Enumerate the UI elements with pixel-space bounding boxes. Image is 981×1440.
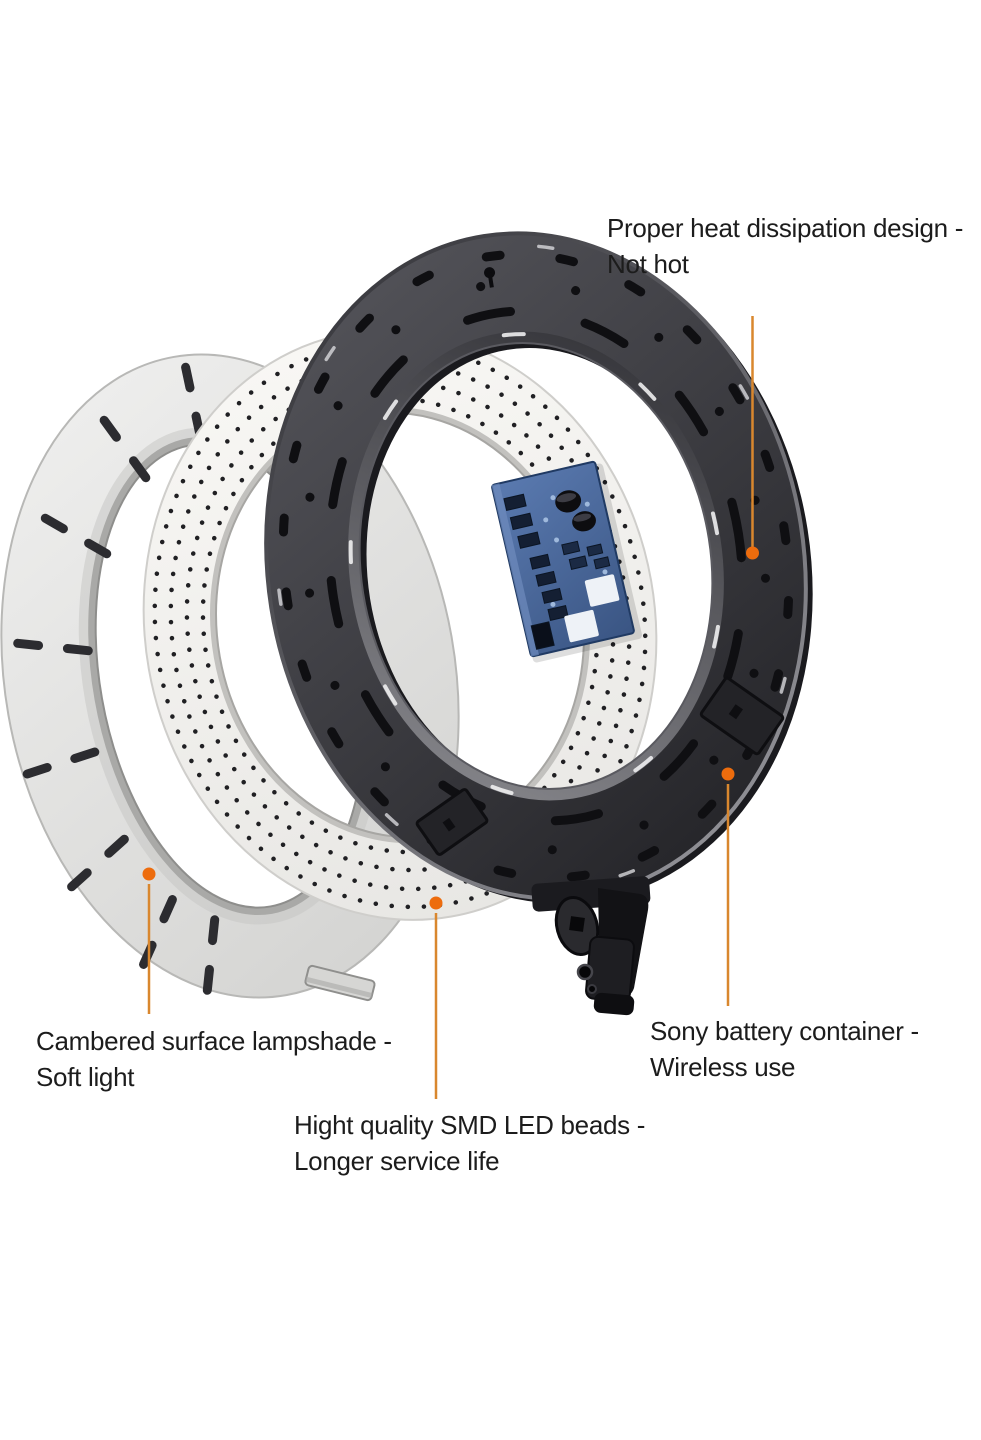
label-lampshade-line1: Cambered surface lampshade - [36, 1026, 392, 1056]
label-battery-line2: Wireless use [650, 1052, 796, 1082]
label-heat-line2: Not hot [607, 249, 689, 279]
label-led-beads: Hight quality SMD LED beads - Longer ser… [294, 1107, 645, 1179]
control-pcb [491, 460, 643, 663]
callout-dot-battery [721, 767, 735, 781]
pcb-chips [503, 493, 611, 650]
hanging-keyhole [484, 267, 496, 288]
callout-dot-heat [746, 546, 759, 560]
bracket-screw-hole [576, 963, 594, 981]
left-recess [415, 788, 489, 856]
label-battery-line1: Sony battery container - [650, 1016, 919, 1046]
label-heat-line1: Proper heat dissipation design - [607, 213, 964, 243]
callouts [147, 316, 754, 1099]
lampshade-bottom-tab [304, 964, 376, 1002]
heat-vent-slots [278, 249, 794, 883]
lampshade-clip-tabs [13, 362, 220, 995]
mounting-bracket [531, 876, 651, 1016]
housing-ring [264, 231, 813, 1016]
label-lampshade-line2: Soft light [36, 1062, 135, 1092]
battery-compartment-recess [699, 676, 785, 756]
label-lampshade: Cambered surface lampshade - Soft light [36, 1023, 392, 1095]
pcb-capacitors [555, 490, 596, 532]
label-heat-dissipation: Proper heat dissipation design - Not hot [607, 210, 963, 282]
label-battery-container: Sony battery container - Wireless use [650, 1013, 919, 1085]
label-led-line2: Longer service life [294, 1146, 500, 1176]
callout-dots [142, 546, 759, 910]
callout-dot-lampshade [142, 867, 156, 881]
callout-dot-led [429, 896, 443, 910]
label-led-line1: Hight quality SMD LED beads - [294, 1110, 646, 1140]
